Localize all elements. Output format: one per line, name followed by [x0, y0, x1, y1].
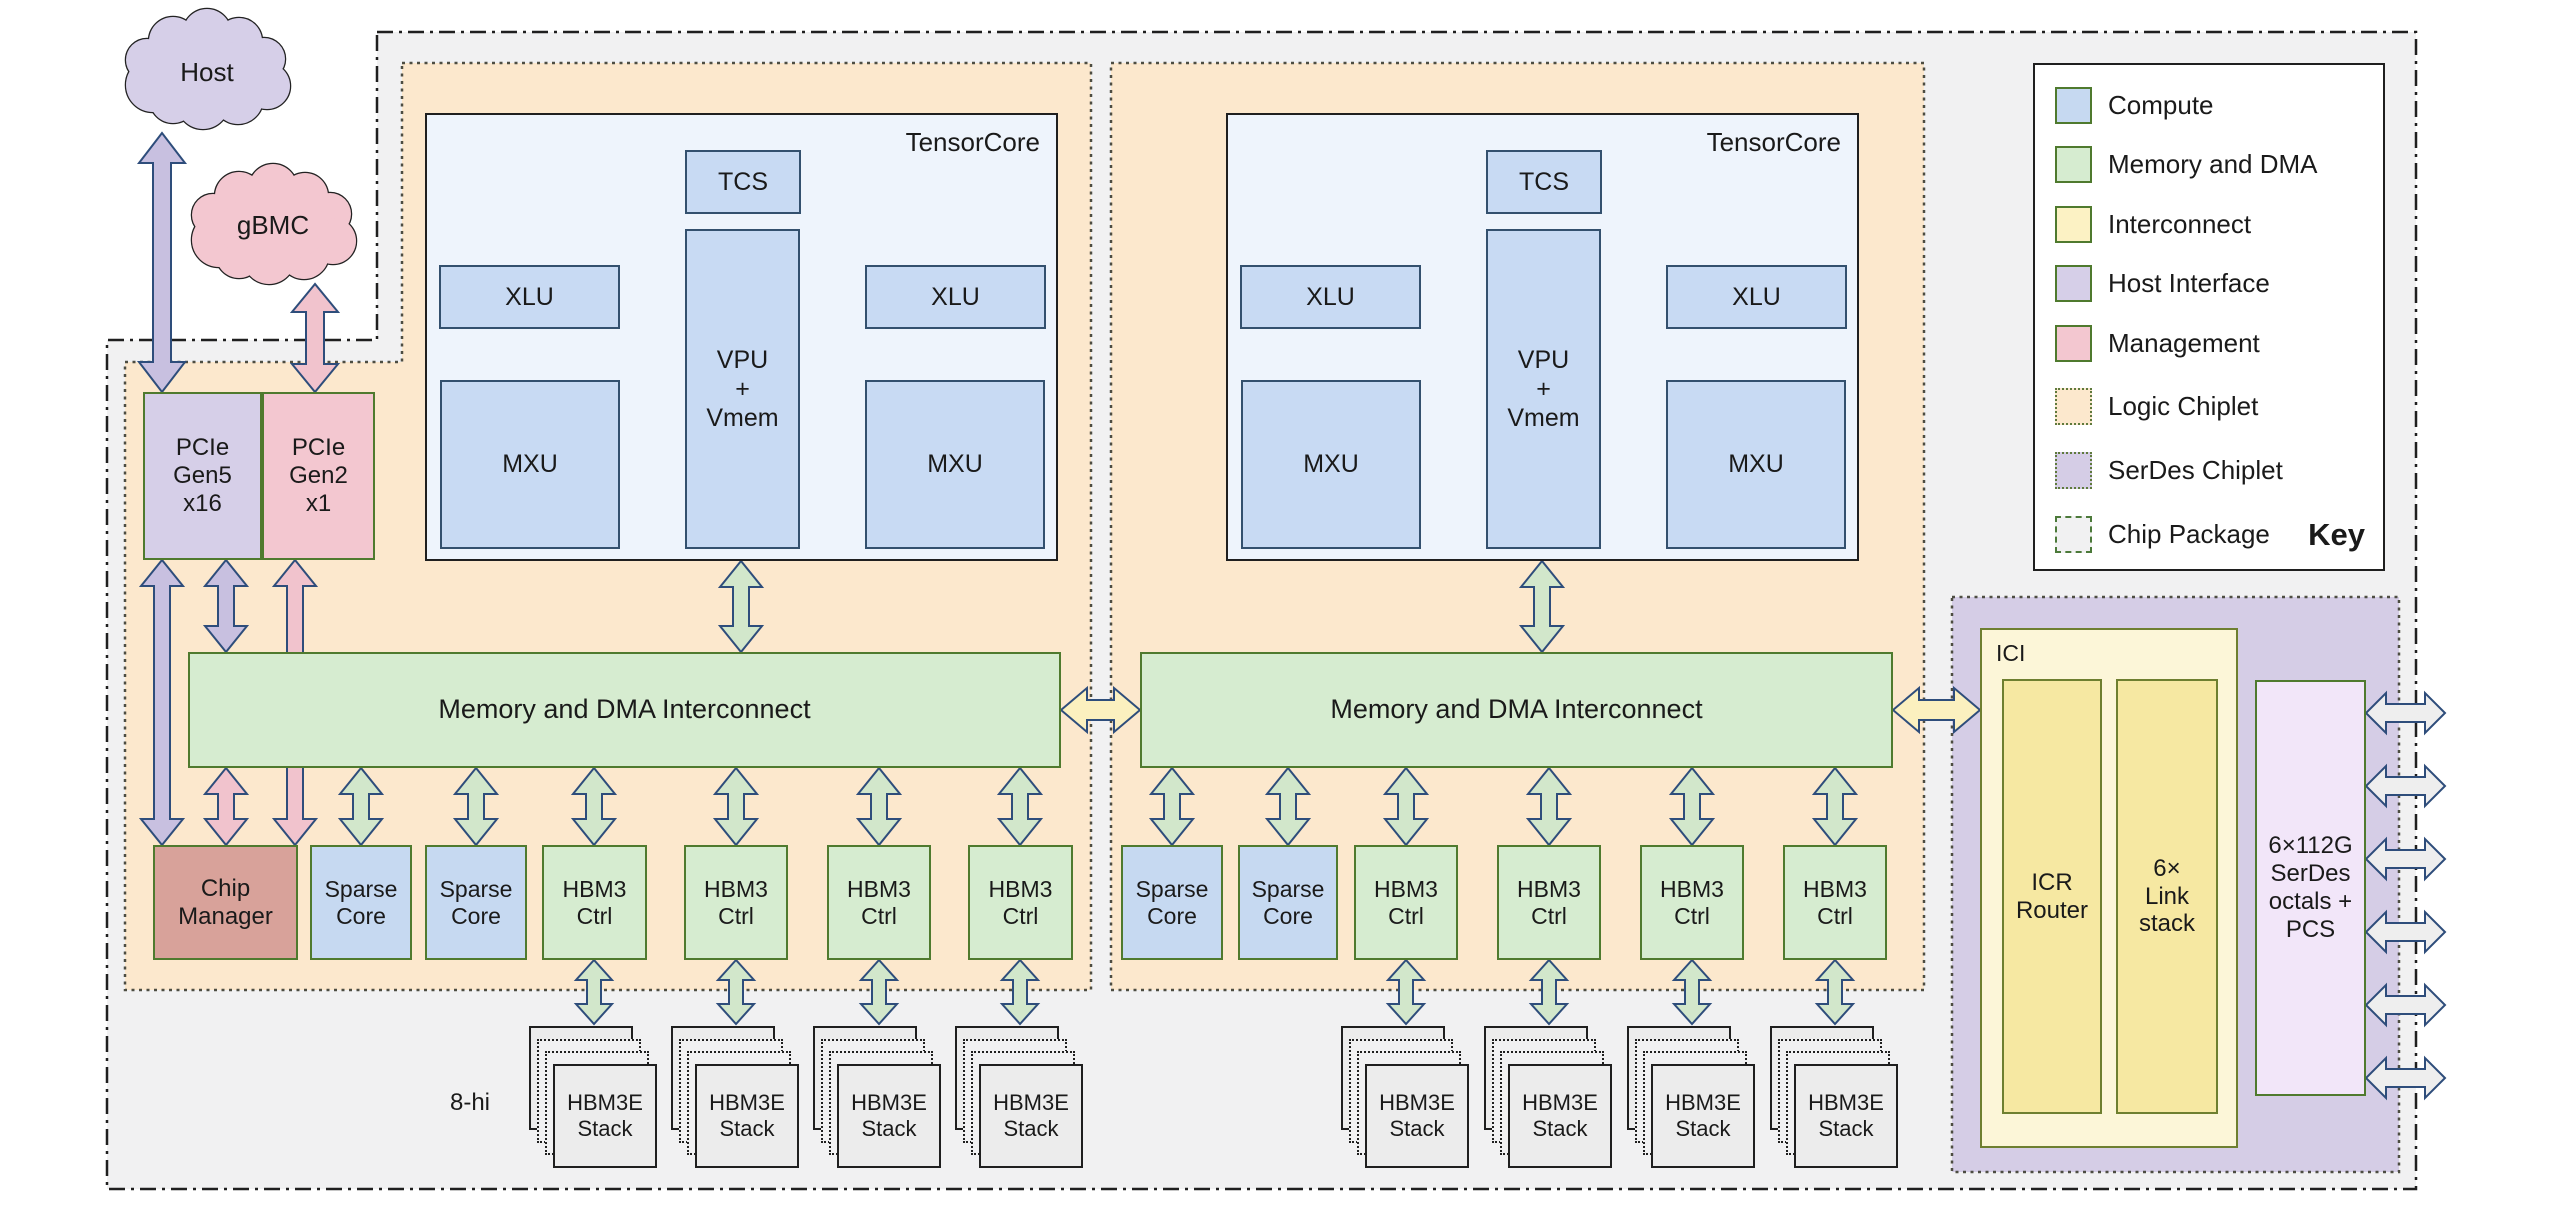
hbm3e-stack: HBM3E Stack: [1484, 1026, 1612, 1168]
hbm3-ctrl-block: HBM3 Ctrl: [827, 845, 931, 960]
double-arrow: [2364, 1055, 2447, 1101]
hbm3e-stack-label: HBM3E Stack: [1365, 1064, 1469, 1168]
chip-manager-block: Chip Manager: [153, 845, 298, 960]
host-interface-swatch: [2055, 264, 2092, 302]
double-arrow: [1385, 958, 1427, 1026]
hbm3e-stack: HBM3E Stack: [1770, 1026, 1898, 1168]
legend-item-host-interface: Host Interface: [2055, 264, 2270, 302]
hbm3e-stack-label: HBM3E Stack: [979, 1064, 1083, 1168]
legend-item-logic-chiplet: Logic Chiplet: [2055, 387, 2258, 425]
double-arrow: [1671, 958, 1713, 1026]
key-title: Key: [2308, 517, 2365, 552]
hbm3-ctrl-block: HBM3 Ctrl: [1640, 845, 1744, 960]
hbm3e-stack-label: HBM3E Stack: [1508, 1064, 1612, 1168]
compute-swatch: [2055, 86, 2092, 124]
tcs-block: TCS: [1486, 150, 1602, 214]
pcie-gen5-block: PCIe Gen5 x16: [143, 392, 262, 560]
logic-chiplet-swatch: [2055, 387, 2092, 425]
hbm3e-stack-label: HBM3E Stack: [695, 1064, 799, 1168]
legend-label: Host Interface: [2108, 267, 2270, 298]
legend-label: Management: [2108, 327, 2260, 358]
legend-item-memory-dma: Memory and DMA: [2055, 145, 2318, 183]
legend-item-serdes-chiplet: SerDes Chiplet: [2055, 451, 2283, 489]
double-arrow: [573, 958, 615, 1026]
mxu-left-block: MXU: [1241, 380, 1421, 549]
sparse-core-block: Sparse Core: [310, 845, 412, 960]
vpu-vmem-block: VPU + Vmem: [685, 229, 800, 549]
mxu-left-block: MXU: [440, 380, 620, 549]
hbm3e-stack: HBM3E Stack: [1341, 1026, 1469, 1168]
memory-dma-interconnect-1: Memory and DMA Interconnect: [188, 652, 1061, 768]
tensorcore-1: TensorCore TCS VPU + Vmem XLU XLU MXU MX…: [425, 113, 1058, 561]
chip-package-swatch: [2055, 515, 2092, 553]
double-arrow: [1814, 958, 1856, 1026]
legend-label: Logic Chiplet: [2108, 390, 2259, 421]
hbm3e-stack-label: HBM3E Stack: [553, 1064, 657, 1168]
legend-label: Compute: [2108, 89, 2214, 120]
hbm3e-stack-label: HBM3E Stack: [1651, 1064, 1755, 1168]
double-arrow: [2364, 982, 2447, 1028]
hbm3-ctrl-block: HBM3 Ctrl: [968, 845, 1073, 960]
tensorcore-2-title: TensorCore: [1706, 127, 1841, 157]
hbm3e-stack: HBM3E Stack: [529, 1026, 657, 1168]
double-arrow: [715, 958, 757, 1026]
hbm3e-stack: HBM3E Stack: [955, 1026, 1083, 1168]
hbm3-ctrl-block: HBM3 Ctrl: [1497, 845, 1601, 960]
hbm3e-stack: HBM3E Stack: [1627, 1026, 1755, 1168]
gbmc-cloud-label: gBMC: [236, 209, 310, 240]
hbm3-ctrl-block: HBM3 Ctrl: [1783, 845, 1887, 960]
xlu-right-block: XLU: [865, 265, 1046, 329]
icr-router-block: ICR Router: [2002, 679, 2102, 1114]
legend-item-interconnect: Interconnect: [2055, 205, 2251, 243]
double-arrow: [1528, 958, 1570, 1026]
link-stack-block: 6× Link stack: [2116, 679, 2218, 1114]
legend-label: Memory and DMA: [2108, 148, 2318, 179]
tensorcore-2: TensorCore TCS VPU + Vmem XLU XLU MXU MX…: [1226, 113, 1859, 561]
host-cloud-label: Host: [180, 56, 234, 87]
sparse-core-block: Sparse Core: [1121, 845, 1223, 960]
hbm3e-stack: HBM3E Stack: [671, 1026, 799, 1168]
mxu-right-block: MXU: [865, 380, 1045, 549]
xlu-left-block: XLU: [439, 265, 620, 329]
hbm-stack-height-note: 8-hi: [449, 1089, 491, 1117]
management-swatch: [2055, 324, 2092, 362]
memory-dma-swatch: [2055, 145, 2092, 183]
legend-item-compute: Compute: [2055, 86, 2214, 124]
hbm3-ctrl-block: HBM3 Ctrl: [1354, 845, 1458, 960]
tcs-block: TCS: [685, 150, 801, 214]
serdes-chiplet-swatch: [2055, 451, 2092, 489]
legend-label: SerDes Chiplet: [2108, 454, 2283, 485]
double-arrow: [2364, 763, 2447, 809]
xlu-right-block: XLU: [1666, 265, 1847, 329]
sparse-core-block: Sparse Core: [1238, 845, 1338, 960]
interconnect-swatch: [2055, 205, 2092, 243]
double-arrow: [2364, 690, 2447, 736]
mxu-right-block: MXU: [1666, 380, 1846, 549]
hbm3-ctrl-block: HBM3 Ctrl: [684, 845, 788, 960]
key-legend: Compute Memory and DMA Interconnect Host…: [2033, 63, 2385, 571]
double-arrow: [2364, 836, 2447, 882]
hbm3e-stack-label: HBM3E Stack: [1794, 1064, 1898, 1168]
memory-dma-interconnect-2: Memory and DMA Interconnect: [1140, 652, 1893, 768]
legend-item-chip-package: Chip Package: [2055, 515, 2270, 553]
pcie-gen2-block: PCIe Gen2 x1: [262, 392, 375, 560]
vpu-vmem-block: VPU + Vmem: [1486, 229, 1601, 549]
ici-label: ICI: [1996, 640, 2026, 666]
xlu-left-block: XLU: [1240, 265, 1421, 329]
legend-label: Chip Package: [2108, 518, 2270, 549]
hbm3e-stack: HBM3E Stack: [813, 1026, 941, 1168]
legend-label: Interconnect: [2108, 208, 2252, 239]
double-arrow: [858, 958, 900, 1026]
tensorcore-1-title: TensorCore: [905, 127, 1040, 157]
double-arrow: [2364, 909, 2447, 955]
hbm3e-stack-label: HBM3E Stack: [837, 1064, 941, 1168]
hbm3-ctrl-block: HBM3 Ctrl: [542, 845, 647, 960]
double-arrow: [999, 958, 1041, 1026]
legend-item-management: Management: [2055, 324, 2260, 362]
sparse-core-block: Sparse Core: [425, 845, 527, 960]
serdes-octals-block: 6×112G SerDes octals + PCS: [2255, 680, 2366, 1096]
